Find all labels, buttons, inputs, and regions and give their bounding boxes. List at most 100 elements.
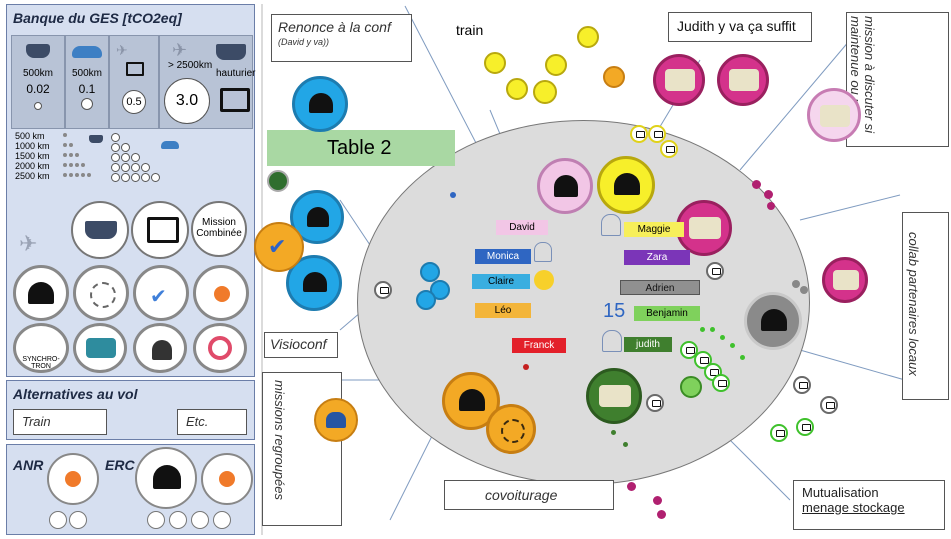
anr-network-token bbox=[47, 453, 99, 505]
monitor-icon bbox=[646, 394, 664, 412]
erc-network-token bbox=[201, 453, 253, 505]
cycle-token bbox=[193, 323, 247, 373]
covoiturage-box: covoiturage bbox=[444, 480, 614, 510]
monitor-icon bbox=[660, 140, 678, 158]
monitor-icon bbox=[680, 341, 698, 359]
name-tag-judith: judith bbox=[624, 337, 672, 352]
name-tag-benjamin: Benjamin bbox=[634, 306, 700, 321]
name-tag-leo: Léo bbox=[475, 303, 531, 318]
collab-box bbox=[902, 212, 949, 400]
dot bbox=[730, 343, 735, 348]
dot bbox=[752, 180, 761, 189]
conference-token-gray bbox=[744, 292, 802, 350]
erc-conference-token bbox=[135, 447, 197, 509]
plane-icon: ✈ bbox=[116, 42, 128, 58]
network-token-green bbox=[680, 376, 702, 398]
ship-icon bbox=[26, 44, 50, 58]
network-token-yellow bbox=[577, 26, 599, 48]
dot bbox=[611, 430, 616, 435]
monitor-icon bbox=[820, 396, 838, 414]
distance-scale: 500 km 1000 km 1500 km 2000 km 2500 km bbox=[15, 131, 50, 181]
field-trip-token-green bbox=[586, 368, 642, 424]
screen-token bbox=[131, 201, 189, 259]
small-blue-token bbox=[420, 262, 440, 282]
name-tag-david: David bbox=[496, 220, 548, 235]
dot bbox=[800, 286, 808, 294]
monitor-icon bbox=[712, 374, 730, 392]
field-trip-token-pink bbox=[676, 200, 732, 256]
monitor-icon bbox=[706, 262, 724, 280]
mini-token bbox=[49, 511, 67, 529]
mission-combinee-token: Mission Combinée bbox=[191, 201, 247, 257]
collab-label: collab partenaires locaux bbox=[906, 232, 921, 376]
field-trip-token-pink bbox=[717, 54, 769, 106]
mini-token bbox=[169, 511, 187, 529]
dot bbox=[700, 327, 705, 332]
monitor-icon bbox=[796, 418, 814, 436]
monitor-icon bbox=[648, 125, 666, 143]
name-tag-monica: Monica bbox=[475, 249, 531, 264]
value-circle: 3.0 bbox=[164, 78, 210, 124]
monitor-icon bbox=[126, 62, 144, 76]
ges-bank-panel: Banque du GES [tCO2eq] 500km 0.02 500km … bbox=[6, 4, 255, 377]
car-icon bbox=[161, 141, 179, 149]
person-outline-icon bbox=[602, 330, 622, 352]
mini-token bbox=[213, 511, 231, 529]
bird-token: ✔ bbox=[133, 265, 189, 321]
synchrotron-token: SYNCHRO- TRON bbox=[13, 323, 69, 373]
mini-token bbox=[191, 511, 209, 529]
laurel-token bbox=[73, 265, 129, 321]
name-tag-franck: Franck bbox=[512, 338, 566, 353]
dot bbox=[792, 280, 800, 288]
network-token-yellow bbox=[484, 52, 506, 74]
monitor-icon bbox=[630, 125, 648, 143]
dot bbox=[710, 327, 715, 332]
hauturier-label: hauturier bbox=[216, 68, 256, 79]
dot bbox=[623, 442, 628, 447]
plane-icon: ✈ bbox=[19, 231, 38, 256]
name-tag-claire: Claire bbox=[472, 274, 530, 289]
cargo-ship-token bbox=[71, 201, 129, 259]
cell-value: 0.1 bbox=[78, 82, 96, 96]
field-trip-token bbox=[73, 323, 127, 373]
conference-token-orange bbox=[442, 372, 500, 430]
cell-value: 3.0 bbox=[175, 92, 199, 109]
name-tag-zara: Zara bbox=[624, 250, 690, 265]
car-icon bbox=[72, 46, 102, 58]
conference-token-blue bbox=[286, 255, 342, 311]
person-outline-icon bbox=[534, 242, 552, 262]
people-token-yellow bbox=[533, 80, 557, 104]
cell-distance: 500km bbox=[71, 68, 102, 79]
distance-label: 1000 km bbox=[15, 141, 50, 151]
mini-token bbox=[69, 511, 87, 529]
conf-token-yellow-small bbox=[545, 54, 567, 76]
people-token-orange bbox=[314, 398, 358, 442]
conference-token-pink bbox=[537, 158, 593, 214]
dot bbox=[657, 510, 666, 519]
dot bbox=[653, 496, 662, 505]
cell-distance: 500km bbox=[22, 68, 53, 79]
distance-label: 2500 km bbox=[15, 171, 50, 181]
alternatives-panel: Alternatives au vol Train Etc. bbox=[6, 380, 255, 440]
cell-ship-500: 500km 0.02 bbox=[11, 35, 65, 129]
mini-token bbox=[147, 511, 165, 529]
missions-label: missions regroupées bbox=[272, 380, 287, 500]
dot bbox=[450, 192, 456, 198]
conference-token bbox=[13, 265, 69, 321]
distance-label: 2000 km bbox=[15, 161, 50, 171]
name-tag-maggie: Maggie bbox=[624, 222, 684, 237]
anr-label: ANR bbox=[13, 457, 44, 473]
train-box: Train bbox=[13, 409, 107, 435]
funding-panel: ANR ERC bbox=[6, 444, 255, 535]
cargo-ship-icon bbox=[216, 44, 246, 60]
cycle-token-yellow bbox=[506, 78, 528, 100]
ges-bank-title: Banque du GES [tCO2eq] bbox=[13, 10, 182, 26]
field-trip-token-pink bbox=[822, 257, 868, 303]
conf-token-orange-small bbox=[603, 66, 625, 88]
distance-label: 1500 km bbox=[15, 151, 50, 161]
distance-label: 500 km bbox=[15, 131, 45, 141]
network-token bbox=[193, 265, 249, 321]
value-circle bbox=[81, 98, 93, 110]
dot bbox=[720, 335, 725, 340]
renonce-label: Renonce à la conf bbox=[278, 19, 391, 35]
